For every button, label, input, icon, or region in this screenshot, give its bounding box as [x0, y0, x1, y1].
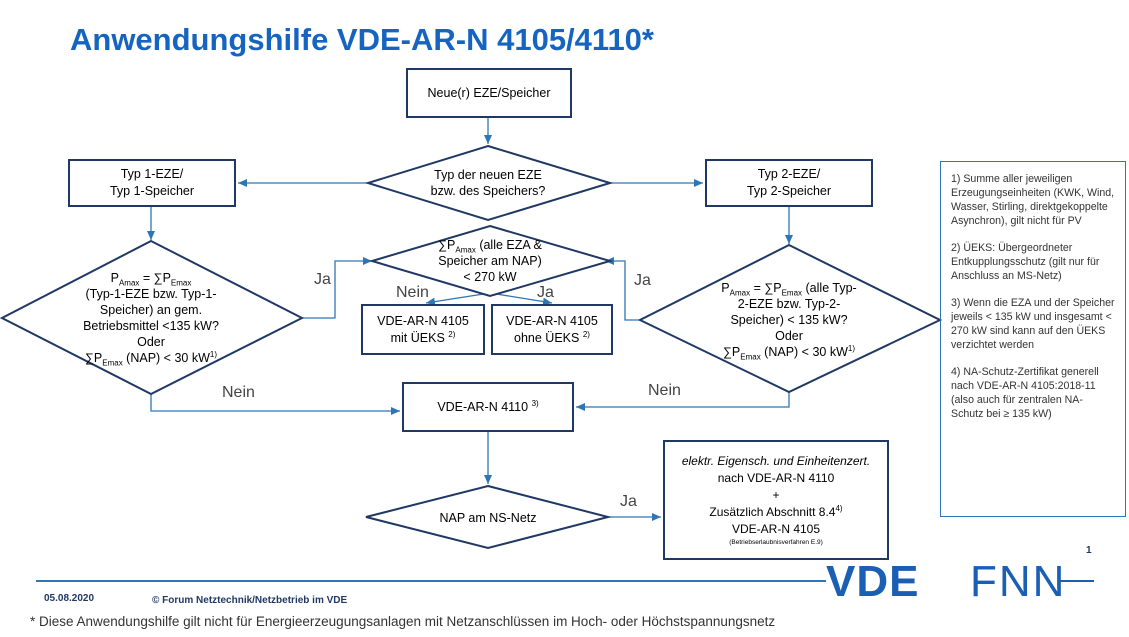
cert-line6: (Betriebserlaubnisverfahren E.9) — [729, 538, 823, 546]
left-diamond-line4: Betriebsmittel <135 kW? — [83, 319, 219, 333]
left-decision-diamond — [0, 239, 305, 396]
left-diamond-line2: (Typ-1-EZE bzw. Typ-1- — [85, 287, 217, 301]
left-diamond-line1: PAmax = ∑PEmax — [110, 271, 192, 288]
box-4105-mit-line1: VDE-AR-N 4105 — [377, 313, 469, 328]
typ1-line2: Typ 1-Speicher — [109, 184, 195, 198]
start-label: Neue(r) EZE/Speicher — [427, 85, 551, 100]
footnote-1: 1) Summe aller jeweiligen Erzeugungseinh… — [951, 173, 1115, 227]
box-4105-ohne-uks: VDE-AR-N 4105 ohne ÜEKS 2) — [491, 304, 613, 355]
fnn-logo: FNN — [970, 557, 1067, 606]
right-decision-diamond — [637, 243, 943, 394]
footnotes-panel: 1) Summe aller jeweiligen Erzeugungseinh… — [940, 161, 1126, 517]
page-number: 1 — [1086, 545, 1092, 556]
edge-center-ja — [489, 292, 553, 306]
edge-left-nein — [150, 394, 400, 415]
typ2-box: Typ 2-EZE/ Typ 2-Speicher — [705, 159, 873, 207]
edge-label-ja-bottom: Ja — [620, 493, 637, 510]
nap-diamond-text: NAP am NS-Netz — [418, 509, 558, 527]
right-diamond-line3: Speicher) < 135 kW? — [730, 313, 848, 327]
edge-right-nein — [576, 392, 790, 411]
right-diamond-text: PAmax = ∑PEmax (alle Typ- 2-EZE bzw. Typ… — [684, 270, 894, 370]
nap-diamond-label: NAP am NS-Netz — [439, 511, 537, 525]
type-question-text: Typ der neuen EZE bzw. des Speichers? — [408, 165, 568, 201]
footer-copyright: © Forum Netztechnik/Netzbetrieb im VDE — [152, 595, 348, 606]
cert-line3: + — [772, 487, 780, 502]
nap-decision-diamond — [365, 484, 612, 550]
box-4105-mit-line2: mit ÜEKS 2) — [390, 329, 456, 345]
typ1-line1: Typ 1-EZE/ — [120, 167, 184, 181]
box-4105-ohne-line2: ohne ÜEKS 2) — [514, 329, 590, 345]
box-4105-ohne-line1: VDE-AR-N 4105 — [506, 313, 598, 328]
footnote-3: 3) Wenn die EZA und der Speicher jeweils… — [951, 297, 1115, 351]
logo-divider — [1058, 580, 1094, 582]
type-question-line1: Typ der neuen EZE — [434, 168, 542, 182]
left-diamond-line5: Oder — [137, 335, 165, 349]
edge-label-ja-left: Ja — [314, 271, 331, 288]
footer-date: 05.08.2020 — [44, 593, 95, 604]
cert-line1: elektr. Eigensch. und Einheitenzert. — [681, 453, 871, 468]
footnote-2: 2) ÜEKS: Übergeordneter Entkupplungsschu… — [951, 242, 1100, 282]
right-diamond-line2: 2-EZE bzw. Typ-2- — [737, 297, 841, 311]
page-title: Anwendungshilfe VDE-AR-N 4105/4110* — [70, 22, 654, 57]
typ2-line1: Typ 2-EZE/ — [757, 167, 821, 181]
edge-label-ja-right: Ja — [634, 272, 651, 289]
cert-line5: VDE-AR-N 4105 — [731, 521, 821, 536]
center-diamond-line3: < 270 kW — [463, 270, 517, 284]
right-diamond-line5: ∑PEmax (NAP) < 30 kW1) — [723, 343, 855, 362]
right-diamond-line1: PAmax = ∑PEmax (alle Typ- — [721, 281, 857, 298]
center-decision-diamond — [368, 224, 614, 298]
type-question-line2: bzw. des Speichers? — [430, 184, 546, 198]
center-diamond-line1: ∑PAmax (alle EZA & — [438, 238, 542, 255]
footer-divider — [36, 580, 826, 582]
box-4105-mit-uks: VDE-AR-N 4105 mit ÜEKS 2) — [361, 304, 485, 355]
typ1-box: Typ 1-EZE/ Typ 1-Speicher — [68, 159, 236, 207]
cert-line4: Zusätzlich Abschnitt 8.44) — [709, 503, 843, 519]
center-diamond-line2: Speicher am NAP) — [438, 254, 542, 268]
left-diamond-text: PAmax = ∑PEmax (Typ-1-EZE bzw. Typ-1- Sp… — [46, 258, 256, 378]
edge-center-nein — [425, 292, 491, 306]
cert-box: elektr. Eigensch. und Einheitenzert. nac… — [663, 440, 889, 560]
edge-left-ja — [302, 257, 372, 319]
cert-line2: nach VDE-AR-N 4110 — [717, 470, 835, 485]
box-4110-label: VDE-AR-N 4110 3) — [437, 398, 539, 414]
footnote-4: 4) NA-Schutz-Zertifikat generell nach VD… — [951, 366, 1099, 420]
edge-label-nein-center: Nein — [396, 284, 429, 301]
start-box: Neue(r) EZE/Speicher — [406, 68, 572, 118]
footer-disclaimer: * Diese Anwendungshilfe gilt nicht für E… — [30, 614, 776, 629]
typ2-line2: Typ 2-Speicher — [746, 184, 832, 198]
center-diamond-text: ∑PAmax (alle EZA & Speicher am NAP) < 27… — [420, 236, 560, 286]
box-4110: VDE-AR-N 4110 3) — [402, 382, 574, 432]
vde-logo: VDE — [826, 557, 920, 606]
edge-label-nein-right: Nein — [648, 382, 681, 399]
left-diamond-line3: Speicher) an gem. — [99, 303, 203, 317]
edge-right-ja — [605, 257, 640, 321]
left-diamond-line6: ∑PEmax (NAP) < 30 kW1) — [85, 349, 217, 368]
right-diamond-line4: Oder — [775, 329, 803, 343]
type-decision-diamond — [364, 144, 614, 222]
edge-label-ja-center: Ja — [537, 284, 554, 301]
edge-label-nein-left: Nein — [222, 384, 255, 401]
